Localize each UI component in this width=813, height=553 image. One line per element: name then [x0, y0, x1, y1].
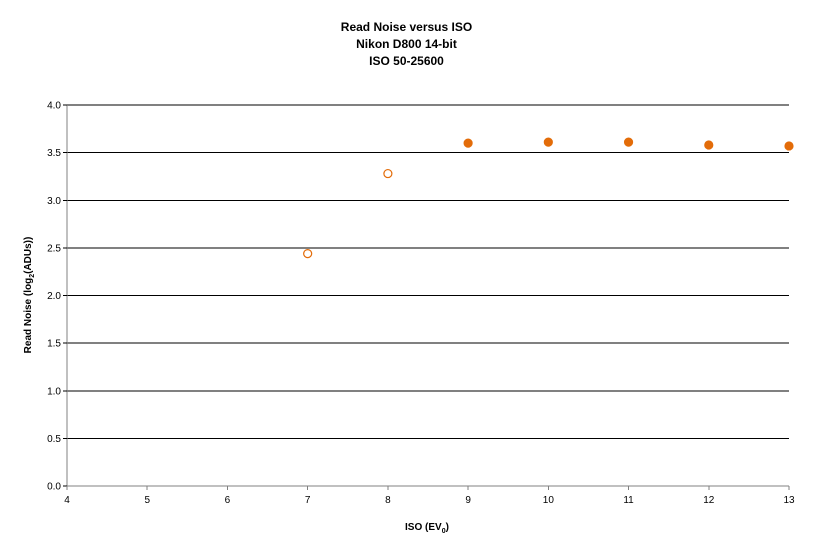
- x-tick-label: 11: [623, 495, 634, 506]
- x-axis-label-main: ISO (EV: [405, 522, 442, 533]
- y-axis-label-suffix: (ADUs)): [23, 237, 34, 274]
- grid-lines: [67, 104, 789, 439]
- x-tick-label: 13: [783, 495, 795, 506]
- data-point-open: [303, 248, 313, 259]
- x-tick-label: 12: [703, 495, 715, 506]
- y-tick-label: 3.5: [47, 148, 61, 159]
- data-points: [303, 137, 794, 259]
- y-tick-label: 2.5: [47, 243, 61, 254]
- y-tick-label: 4.0: [47, 101, 61, 112]
- chart-title-line-2: Nikon D800 14-bit: [356, 37, 457, 51]
- y-axis-ticks: 0.0 0.5 1.0 1.5 2.0 2.5 3.0 3.5 4.0: [47, 101, 67, 493]
- data-point-filled: [623, 137, 634, 147]
- x-tick-label: 4: [64, 495, 70, 506]
- y-tick-label: 0.5: [47, 434, 61, 445]
- y-tick-label: 3.0: [47, 196, 61, 207]
- x-tick-label: 5: [144, 495, 150, 506]
- y-tick-label: 0.0: [47, 482, 61, 493]
- chart-title-line-1: Read Noise versus ISO: [340, 20, 473, 34]
- x-axis-label: ISO (EV0): [405, 522, 449, 535]
- chart-title-line-3: ISO 50-25600: [369, 54, 444, 68]
- x-tick-label: 10: [543, 495, 555, 506]
- y-axis-label-main: Read Noise (log: [23, 278, 34, 354]
- y-axis-label-subscript: 2: [29, 274, 36, 278]
- x-axis-label-suffix: ): [446, 522, 449, 533]
- x-tick-label: 9: [465, 495, 471, 506]
- x-tick-label: 8: [385, 495, 391, 506]
- y-tick-label: 1.0: [47, 386, 61, 397]
- data-point-filled: [463, 138, 473, 148]
- data-point-filled: [704, 140, 714, 150]
- x-axis-ticks: 4 5 6 7 8 9 10 11 12 13: [64, 486, 795, 506]
- y-axis-label: Read Noise (log2(ADUs)): [23, 237, 36, 354]
- x-tick-label: 7: [305, 495, 311, 506]
- data-point-open: [383, 168, 393, 179]
- data-point-filled: [784, 141, 794, 151]
- y-tick-label: 1.5: [47, 339, 61, 350]
- x-axis-label-subscript: 0: [442, 528, 446, 535]
- x-tick-label: 6: [225, 495, 231, 506]
- data-point-filled: [543, 137, 553, 147]
- y-tick-label: 2.0: [47, 291, 61, 302]
